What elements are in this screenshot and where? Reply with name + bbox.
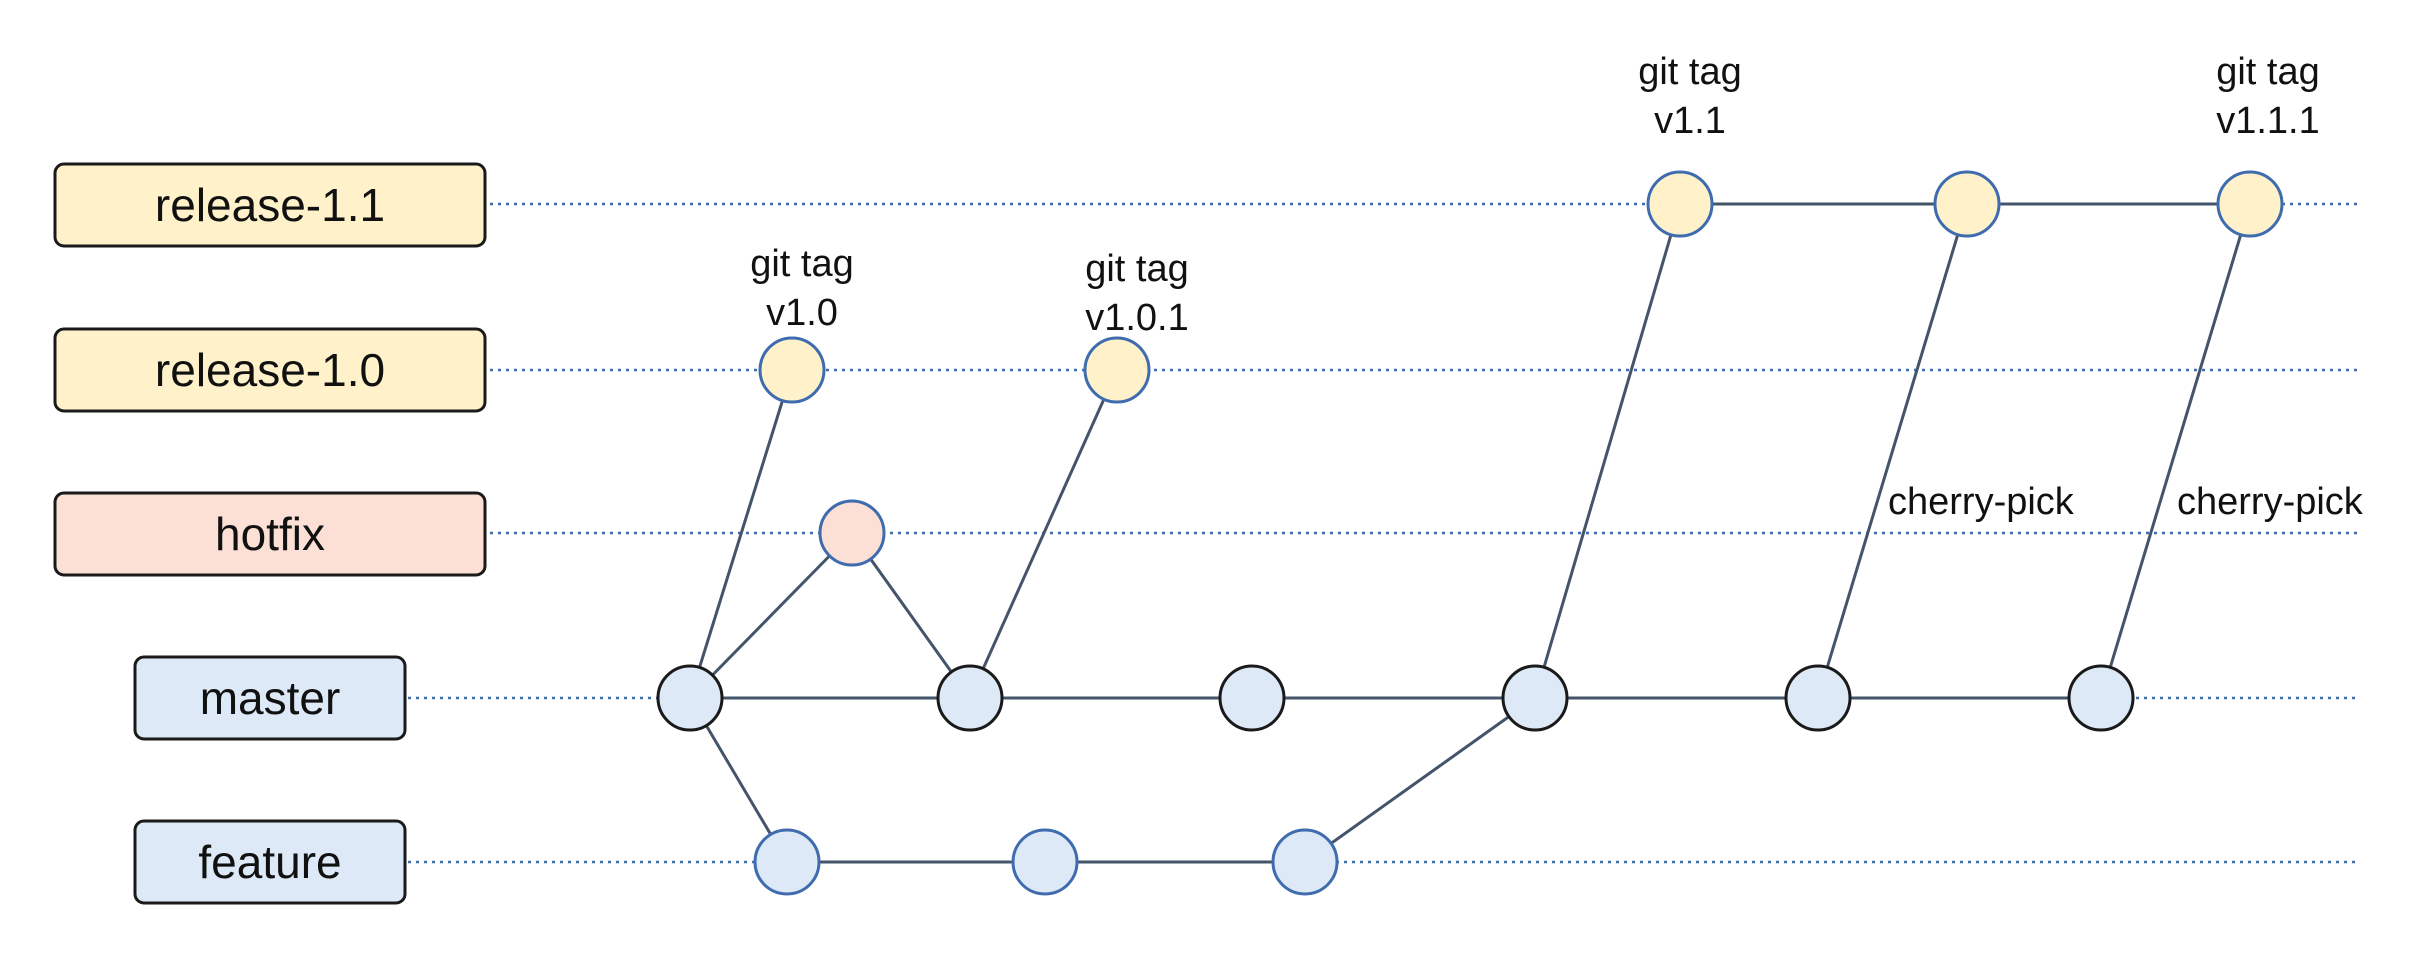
commit-release-1-1-2 [2216, 170, 2284, 238]
branch-label-text: release-1.1 [155, 179, 385, 231]
tag-v1-0-1-line2: v1.0.1 [1085, 297, 1189, 339]
tag-v1-1-1-line1: git tag [2216, 51, 2320, 93]
branch-label-text: master [200, 672, 341, 724]
commit-master-2 [1218, 664, 1286, 732]
arrow-cherry-pick-1 [1816, 203, 1969, 699]
commit-feature-2 [1271, 828, 1339, 896]
commit-arrows [688, 199, 2252, 867]
branch-label-text: feature [198, 836, 341, 888]
tag-v1-1-line2: v1.1 [1654, 100, 1726, 142]
tag-v1-1-1-line2: v1.1.1 [2216, 100, 2320, 142]
arrow-master-to-hotfix [688, 531, 854, 700]
lane-lines [408, 202, 2360, 864]
tag-v1-0-1: git tag v1.0.1 [1085, 248, 1189, 339]
commit-feature-0 [753, 828, 821, 896]
commit-release-1-0-0 [758, 336, 826, 404]
arrow-cherry-pick-2 [2099, 203, 2252, 699]
commit-master-4 [1784, 664, 1852, 732]
cherry-pick-label-1: cherry-pick [1888, 481, 2075, 523]
commit-hotfix-0 [818, 499, 886, 567]
tag-v1-1-1: git tag v1.1.1 [2216, 51, 2320, 142]
branch-label-hotfix: hotfix [53, 491, 487, 577]
branch-label-text: release-1.0 [155, 344, 385, 396]
commit-feature-1 [1011, 828, 1079, 896]
tag-v1-0-line1: git tag [750, 243, 854, 285]
tag-v1-1: git tag v1.1 [1638, 51, 1742, 142]
commit-master-0 [656, 664, 724, 732]
commit-release-1-0-1 [1083, 336, 1151, 404]
tag-v1-0-1-line1: git tag [1085, 248, 1189, 290]
arrow-feature-to-master [1304, 696, 1536, 864]
tag-v1-0-line2: v1.0 [766, 292, 838, 334]
arrow-master-to-release-1-1 [1533, 203, 1683, 699]
arrow-master-to-release-1-0 [688, 369, 794, 699]
arrow-master-to-release-1-0-1 [968, 369, 1119, 699]
commit-master-5 [2067, 664, 2135, 732]
tag-v1-1-line1: git tag [1638, 51, 1742, 93]
commit-master-1 [936, 664, 1004, 732]
commit-release-1-1-1 [1933, 170, 2001, 238]
commit-nodes [656, 170, 2284, 896]
arrow-hotfix-to-master [850, 532, 972, 699]
branch-label-release-1-0: release-1.0 [53, 327, 487, 413]
tag-v1-0: git tag v1.0 [750, 243, 854, 334]
branch-label-text: hotfix [215, 508, 325, 560]
commit-release-1-1-0 [1646, 170, 1714, 238]
branch-label-master: master [133, 655, 407, 741]
cherry-pick-label-2: cherry-pick [2177, 481, 2364, 523]
branch-label-release-1-1: release-1.1 [53, 162, 487, 248]
branch-label-feature: feature [133, 819, 407, 905]
commit-master-3 [1501, 664, 1569, 732]
